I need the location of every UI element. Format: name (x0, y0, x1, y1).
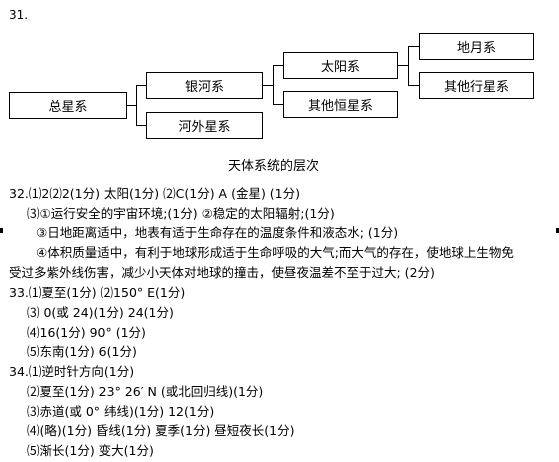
answer-33-5: ⑸东南(1分) 6(1分) (27, 344, 137, 359)
answer-34-1: 34.⑴逆时针方向(1分) (9, 364, 135, 379)
node-other-stellar-systems-label: 其他恒星系 (307, 99, 373, 114)
node-other-planetary-label: 其他行星系 (443, 80, 509, 95)
answer-32-3: ⑶①运行安全的宇宙环境;(1分) ②稳定的太阳辐射;(1分) (27, 206, 335, 221)
connector (273, 104, 283, 105)
node-milky-way-label: 银河系 (184, 80, 224, 95)
node-total-galaxy-label: 总星系 (48, 100, 88, 115)
answer-32-4a: ④体积质量适中，有利于地球形成适于生命呼吸的大气;而大气的存在，使地球上生物免 (36, 245, 514, 260)
connector (408, 46, 409, 86)
answer-34-2: ⑵夏至(1分) 23° 26′ N (或北回归线)(1分) (27, 384, 264, 399)
connector (127, 105, 137, 106)
node-other-planetary: 其他行星系 (419, 72, 534, 99)
answer-32-1: 32.⑴2⑵2(1分) 太阳(1分) ⑵C(1分) A (金星) (1分) (9, 186, 301, 201)
node-solar-system: 太阳系 (283, 52, 398, 79)
connector (136, 85, 137, 126)
node-solar-system-label: 太阳系 (320, 60, 360, 75)
connector (273, 65, 274, 105)
left-edge-marker (0, 228, 3, 233)
connector (408, 46, 419, 47)
answer-34-5: ⑸渐长(1分) 变大(1分) (27, 443, 154, 458)
node-other-galaxies: 河外星系 (146, 112, 263, 139)
node-other-galaxies-label: 河外星系 (178, 120, 231, 135)
node-earth-moon: 地月系 (419, 33, 534, 60)
answer-33-4: ⑷16(1分) 90° (1分) (27, 325, 146, 340)
right-edge-marker (556, 228, 559, 233)
node-total-galaxy: 总星系 (9, 92, 127, 119)
connector (136, 125, 146, 126)
answer-33-3: ⑶ 0(或 24)(1分) 24(1分) (27, 305, 174, 320)
connector (398, 65, 409, 66)
answer-32-3b: ③日地距离适中，地表有适于生命存在的温度条件和液态水; (1分) (36, 225, 399, 240)
answer-32-4b: 受过多紫外线伤害，减少小天体对地球的撞击，使昼夜温差不至于过大; (2分) (9, 265, 435, 280)
answer-34-3: ⑶赤道(或 0° 纬线)(1分) 12(1分) (27, 404, 215, 419)
connector (263, 85, 274, 86)
answer-34-4: ⑷(略)(1分) 昏线(1分) 夏季(1分) 昼短夜长(1分) (27, 423, 295, 438)
answer-33-1: 33.⑴夏至(1分) ⑵150° E(1分) (9, 285, 186, 300)
connector (408, 85, 419, 86)
node-earth-moon-label: 地月系 (456, 41, 496, 56)
question-number: 31. (9, 8, 29, 22)
node-other-stellar-systems: 其他恒星系 (283, 91, 398, 118)
connector (136, 85, 146, 86)
node-milky-way: 银河系 (146, 72, 263, 99)
diagram-caption: 天体系统的层次 (228, 159, 320, 174)
connector (273, 65, 283, 66)
